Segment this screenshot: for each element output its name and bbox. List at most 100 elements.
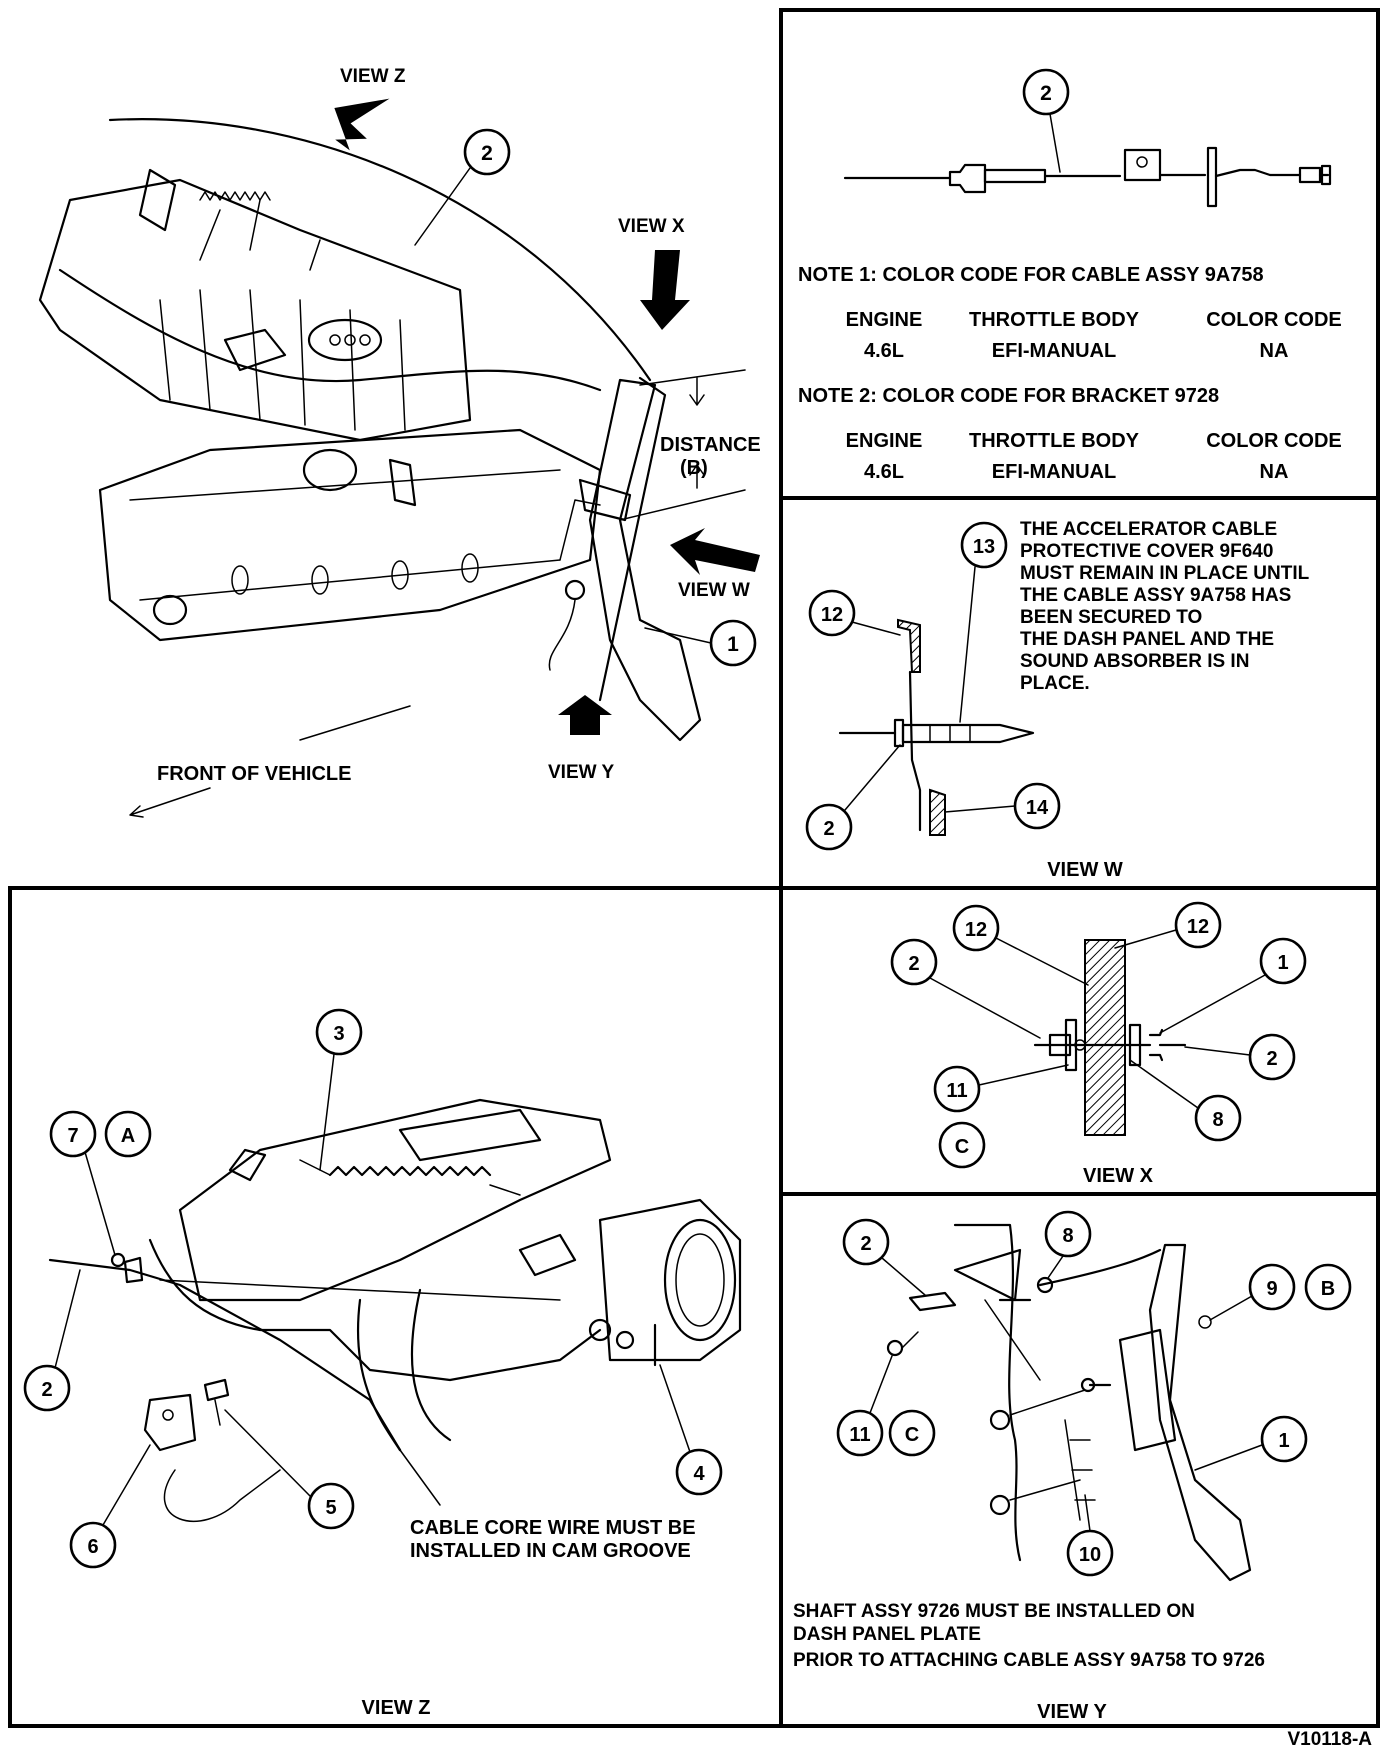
callout-x-12b bbox=[1114, 901, 1222, 949]
callout-z-3 bbox=[315, 1008, 363, 1171]
callout-z-4 bbox=[659, 1364, 723, 1496]
view-y-arrow-icon bbox=[558, 695, 612, 735]
view-w-note-line-7: SOUND ABSORBER IS IN bbox=[1020, 651, 1249, 672]
callout-x-11-text: 11 bbox=[946, 1080, 967, 1102]
callout-x-12a-text: 12 bbox=[965, 919, 987, 941]
view-w-note-line-5: BEEN SECURED TO bbox=[1020, 607, 1202, 628]
callout-y-8-text: 8 bbox=[1062, 1225, 1073, 1247]
note2-header-engine: ENGINE bbox=[846, 430, 923, 452]
note2-header-color: COLOR CODE bbox=[1206, 430, 1342, 452]
view-w-note-line-3: MUST REMAIN IN PLACE UNTIL bbox=[1020, 563, 1310, 584]
callout-notes-2-text: 2 bbox=[1040, 82, 1052, 105]
callout-y-8 bbox=[1044, 1210, 1092, 1279]
note1-row-throttle: EFI-MANUAL bbox=[992, 340, 1116, 362]
callout-y-9 bbox=[1209, 1263, 1296, 1321]
callout-x-11 bbox=[933, 1064, 1069, 1113]
callout-notes-2 bbox=[1022, 68, 1070, 173]
note1-row-color: NA bbox=[1260, 340, 1289, 362]
distance-b-label: (B) bbox=[680, 457, 708, 479]
callout-y-11 bbox=[836, 1355, 893, 1457]
callout-z-2 bbox=[23, 1269, 81, 1412]
callout-main-2-text: 2 bbox=[481, 142, 493, 165]
view-y-illustration bbox=[886, 1223, 1252, 1582]
figure-id: V10118-A bbox=[1287, 1729, 1372, 1750]
callout-y-2 bbox=[842, 1218, 926, 1296]
notes-panel-border bbox=[779, 8, 1380, 500]
callout-y-b bbox=[1304, 1263, 1352, 1311]
callout-z-6-text: 6 bbox=[87, 1536, 98, 1558]
view-w-note-line-8: PLACE. bbox=[1020, 673, 1090, 694]
callout-x-c-text: C bbox=[955, 1136, 969, 1158]
note2-row-throttle: EFI-MANUAL bbox=[992, 461, 1116, 483]
callout-z-6 bbox=[69, 1444, 151, 1569]
view-z-panel-border bbox=[8, 886, 783, 1728]
callout-w-14 bbox=[944, 782, 1061, 830]
callout-z-3-text: 3 bbox=[333, 1023, 344, 1045]
front-arrow-icon bbox=[129, 787, 211, 818]
callout-x-12a bbox=[952, 904, 1089, 986]
callout-x-1 bbox=[1159, 937, 1307, 1034]
callout-z-a-text: A bbox=[121, 1125, 135, 1147]
callout-x-1-text: 1 bbox=[1277, 952, 1288, 974]
view-w-note-line-4: THE CABLE ASSY 9A758 HAS bbox=[1020, 585, 1291, 606]
callout-w-2 bbox=[805, 744, 901, 851]
callout-z-7 bbox=[49, 1110, 116, 1256]
main-view-w-label: VIEW W bbox=[678, 580, 750, 601]
callout-y-1 bbox=[1194, 1415, 1308, 1471]
callout-main-1-text: 1 bbox=[727, 633, 739, 656]
view-y-note-line-3: PRIOR TO ATTACHING CABLE ASSY 9A758 TO 9… bbox=[793, 1650, 1265, 1671]
callout-y-1-text: 1 bbox=[1278, 1430, 1289, 1452]
view-z-illustration bbox=[48, 1098, 742, 1523]
note1-header-throttle: THROTTLE BODY bbox=[969, 309, 1140, 331]
callout-main-1 bbox=[644, 619, 757, 667]
distance-label: DISTANCE bbox=[660, 434, 761, 456]
callout-w-14-text: 14 bbox=[1026, 797, 1049, 819]
view-x-arrow-icon bbox=[640, 250, 690, 330]
callout-y-9-text: 9 bbox=[1266, 1278, 1277, 1300]
callout-y-c-text: C bbox=[905, 1424, 919, 1446]
callout-x-12b-text: 12 bbox=[1187, 916, 1209, 938]
view-w-illustration bbox=[838, 618, 1035, 836]
callout-z-4-text: 4 bbox=[693, 1463, 705, 1485]
note1-header-engine: ENGINE bbox=[846, 309, 923, 331]
callout-z-7-text: 7 bbox=[67, 1125, 78, 1147]
view-w-label: VIEW W bbox=[1047, 859, 1123, 881]
callout-z-2-text: 2 bbox=[41, 1379, 52, 1401]
callout-z-a bbox=[104, 1110, 152, 1158]
note2-row-color: NA bbox=[1260, 461, 1289, 483]
callout-x-2a-text: 2 bbox=[908, 953, 919, 975]
callout-main-2 bbox=[414, 128, 511, 246]
callout-x-2b-text: 2 bbox=[1266, 1048, 1277, 1070]
callout-x-2b bbox=[1184, 1033, 1296, 1081]
callout-x-c bbox=[938, 1121, 986, 1169]
note2-text: NOTE 2: COLOR CODE FOR BRACKET 9728 bbox=[798, 385, 1219, 407]
view-x-illustration bbox=[1033, 939, 1187, 1136]
callout-w-12-text: 12 bbox=[821, 604, 843, 626]
cam-note-line-1: CABLE CORE WIRE MUST BE bbox=[410, 1517, 696, 1539]
cam-note-line-2: INSTALLED IN CAM GROOVE bbox=[410, 1540, 691, 1562]
cam-note-leader bbox=[399, 1449, 441, 1506]
callout-y-10-text: 10 bbox=[1079, 1544, 1101, 1566]
view-x-label: VIEW X bbox=[1083, 1165, 1154, 1187]
main-view-z-label: VIEW Z bbox=[340, 66, 406, 87]
cable-illustration bbox=[843, 146, 1332, 208]
main-view-y-label: VIEW Y bbox=[548, 762, 614, 783]
view-w-note-line-1: THE ACCELERATOR CABLE bbox=[1020, 519, 1277, 540]
front-line bbox=[299, 705, 411, 741]
note1-text: NOTE 1: COLOR CODE FOR CABLE ASSY 9A758 bbox=[798, 264, 1264, 286]
main-view-x-label: VIEW X bbox=[618, 216, 685, 237]
front-of-vehicle-label: FRONT OF VEHICLE bbox=[157, 763, 351, 785]
callout-x-8-text: 8 bbox=[1212, 1109, 1223, 1131]
view-z-arrow-icon bbox=[334, 98, 390, 151]
callout-x-2a bbox=[890, 938, 1041, 1039]
view-w-note-line-6: THE DASH PANEL AND THE bbox=[1020, 629, 1274, 650]
callout-y-10 bbox=[1066, 1494, 1114, 1577]
note2-header-throttle: THROTTLE BODY bbox=[969, 430, 1140, 452]
view-z-label: VIEW Z bbox=[362, 1697, 431, 1719]
callout-w-2-text: 2 bbox=[823, 818, 834, 840]
note2-row-engine: 4.6L bbox=[864, 461, 904, 483]
callout-z-5-text: 5 bbox=[325, 1497, 336, 1519]
view-y-label: VIEW Y bbox=[1037, 1701, 1107, 1723]
callout-x-8 bbox=[1129, 1059, 1242, 1142]
